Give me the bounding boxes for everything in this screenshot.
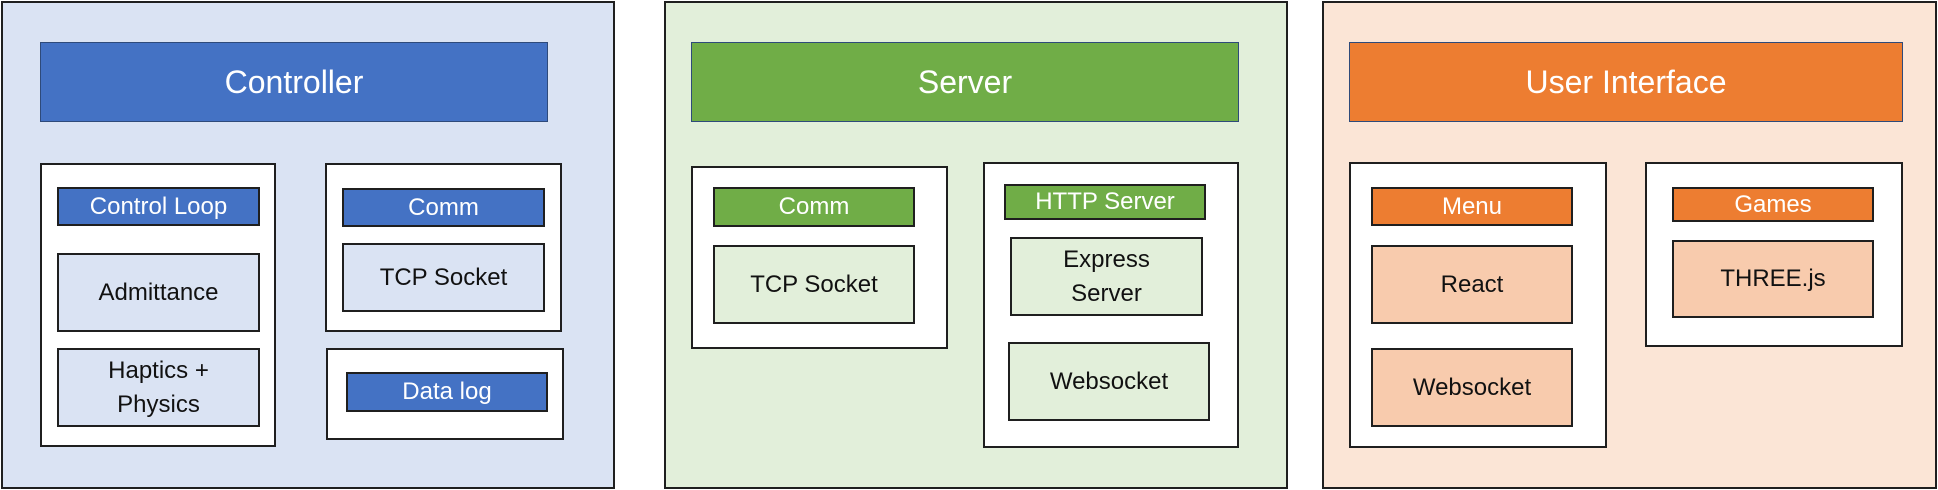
haptics-physics-box: Haptics + Physics <box>57 348 260 427</box>
controller-comm-header: Comm <box>342 188 545 227</box>
control-loop-header: Control Loop <box>57 187 260 226</box>
ui-websocket-box: Websocket <box>1371 348 1573 427</box>
data-log-header: Data log <box>346 372 548 412</box>
express-server-box: Express Server <box>1010 237 1203 316</box>
menu-header: Menu <box>1371 187 1573 226</box>
server-websocket-box: Websocket <box>1008 342 1210 421</box>
controller-tcp-socket-box: TCP Socket <box>342 243 545 312</box>
threejs-box: THREE.js <box>1672 240 1874 318</box>
controller-title: Controller <box>40 42 548 122</box>
server-comm-header: Comm <box>713 187 915 227</box>
games-header: Games <box>1672 187 1874 222</box>
http-server-header: HTTP Server <box>1004 184 1206 220</box>
admittance-box: Admittance <box>57 253 260 332</box>
ui-title: User Interface <box>1349 42 1903 122</box>
server-title: Server <box>691 42 1239 122</box>
react-box: React <box>1371 245 1573 324</box>
server-tcp-socket-box: TCP Socket <box>713 245 915 324</box>
